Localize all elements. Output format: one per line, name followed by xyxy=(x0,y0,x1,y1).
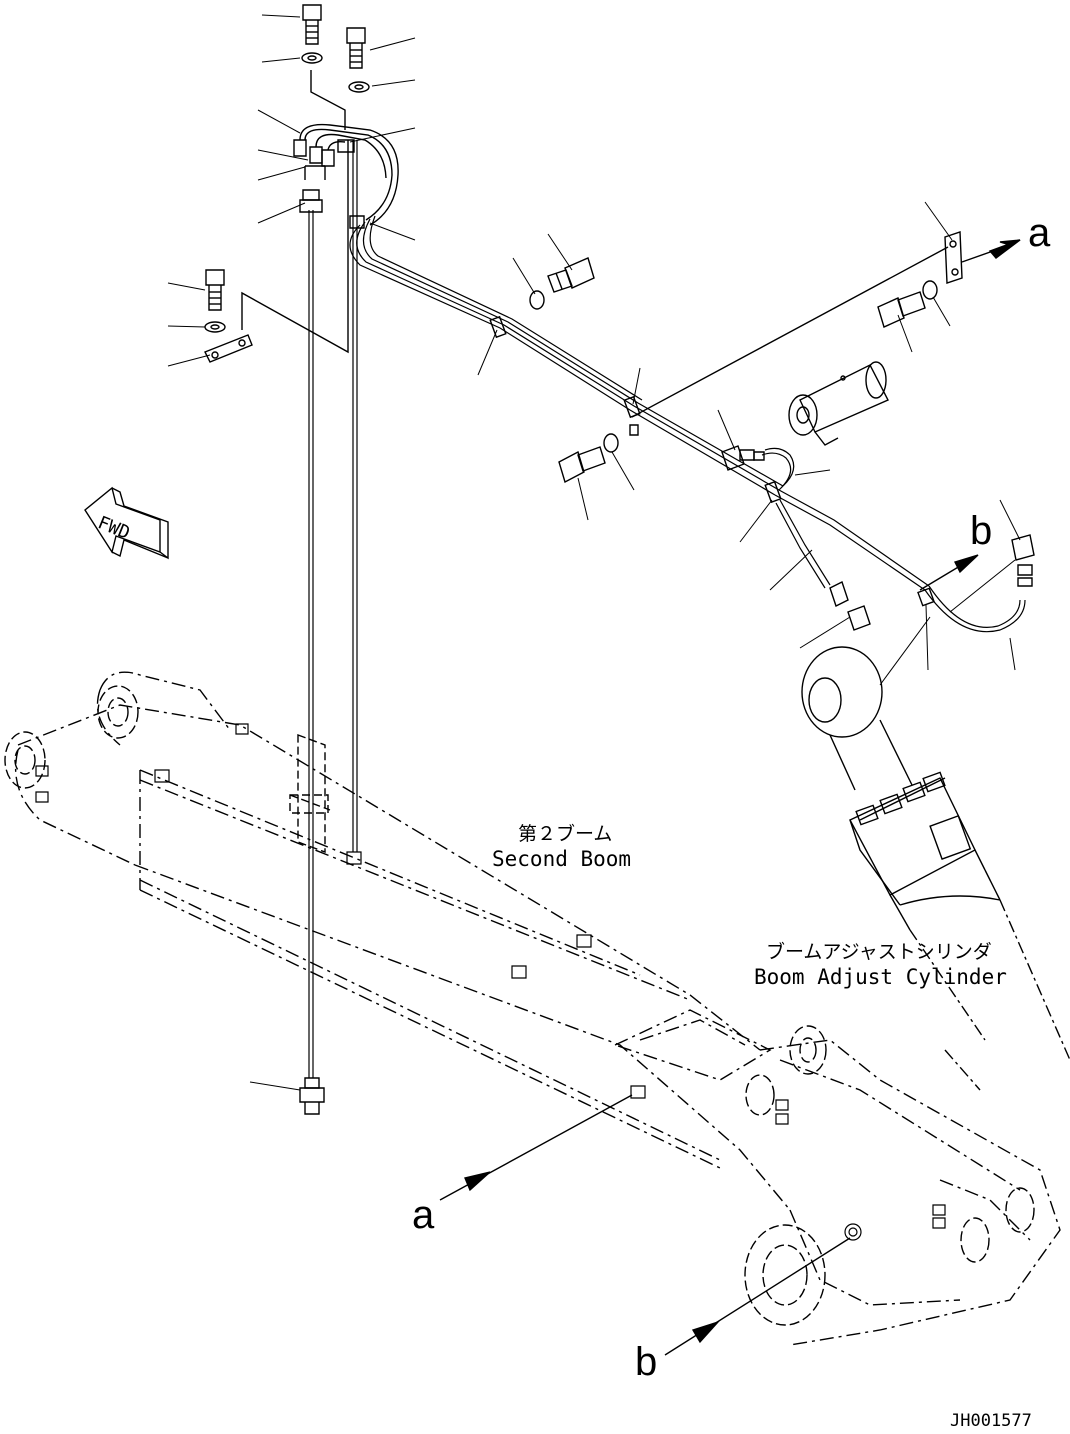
ref-label-a-top: a xyxy=(1028,211,1051,255)
ref-label-a-bottom: a xyxy=(412,1193,435,1237)
lower-elbow-fitting xyxy=(830,582,870,630)
ref-arrow-b-bottom xyxy=(665,1238,850,1355)
bundle-clamps xyxy=(490,317,934,606)
top-right-bracket xyxy=(945,232,962,283)
top-bolt-1 xyxy=(303,5,321,44)
boom-pin-bosses xyxy=(5,686,1034,1325)
ref-arrow-a-bottom xyxy=(440,1095,632,1200)
cylinder-label-jp: ブームアジャストシリンダ xyxy=(766,940,992,963)
boom-adjust-cylinder xyxy=(802,647,1070,1090)
top-washer-1 xyxy=(302,53,322,63)
mid-bolt-2 xyxy=(559,447,605,482)
fwd-direction-arrow xyxy=(85,488,168,558)
top-hose-fittings xyxy=(294,70,398,225)
ref-label-b-top: b xyxy=(970,509,992,553)
lower-grease-fitting xyxy=(300,1078,324,1114)
right-bolt xyxy=(878,292,925,327)
second-boom-label-en: Second Boom xyxy=(492,847,631,871)
left-plate-leader-frame xyxy=(242,140,348,352)
cylinder-pin xyxy=(789,362,888,445)
upper-right-elbow xyxy=(1012,535,1034,586)
mid-washer-2 xyxy=(604,434,618,452)
leader-lines xyxy=(168,15,1020,1090)
bracket-guide-line xyxy=(632,247,948,417)
right-washer xyxy=(923,281,937,299)
left-plate xyxy=(205,335,252,362)
left-bolt xyxy=(206,270,224,310)
cylinder-label-en: Boom Adjust Cylinder xyxy=(754,965,1007,989)
left-washer xyxy=(205,322,225,332)
hose-bundle xyxy=(350,216,1025,632)
ref-arrow-b-top xyxy=(920,555,978,590)
mid-bolt-1 xyxy=(548,258,594,292)
ref-label-b-bottom: b xyxy=(635,1340,657,1384)
top-washer-2 xyxy=(349,82,369,92)
grease-lines-vertical xyxy=(309,140,357,1078)
mid-washer-1 xyxy=(530,291,544,309)
top-bolt-2 xyxy=(347,28,365,68)
middle-elbow-fitting xyxy=(722,446,764,470)
boom-clamp-blocks xyxy=(36,724,945,1240)
ref-arrow-a-top xyxy=(962,240,1020,262)
drawing-id: JH001577 xyxy=(950,1411,1032,1431)
fwd-label: FWD xyxy=(95,512,133,544)
second-boom-label-jp: 第２ブーム xyxy=(518,822,612,845)
second-boom xyxy=(16,672,1060,1345)
